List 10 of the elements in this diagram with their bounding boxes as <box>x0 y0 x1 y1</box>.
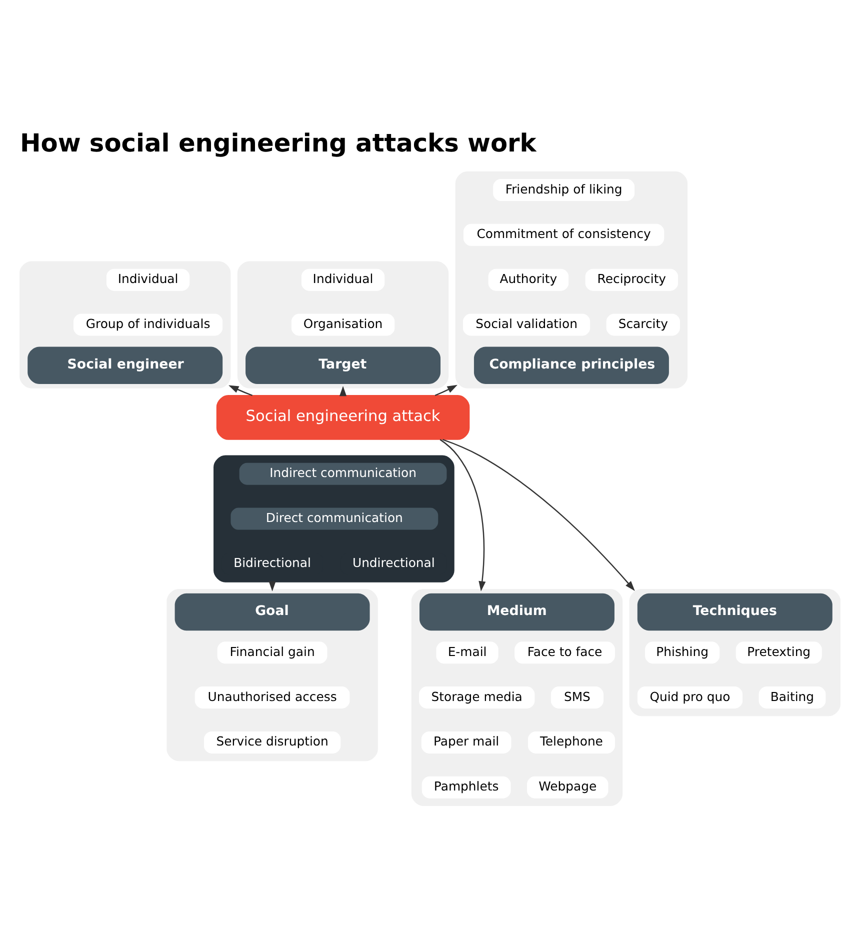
node-box: Direct communication <box>230 508 438 530</box>
node-box: Indirect communication <box>239 462 447 485</box>
cluster <box>214 455 454 582</box>
arrow <box>228 385 253 396</box>
arrow <box>442 439 635 591</box>
node-text: Undirectional <box>352 554 435 570</box>
arrow <box>434 384 458 396</box>
arrow <box>440 439 486 592</box>
node-text: Bidirectional <box>234 554 311 570</box>
diagram-title: How social engineering attacks work <box>20 128 536 158</box>
